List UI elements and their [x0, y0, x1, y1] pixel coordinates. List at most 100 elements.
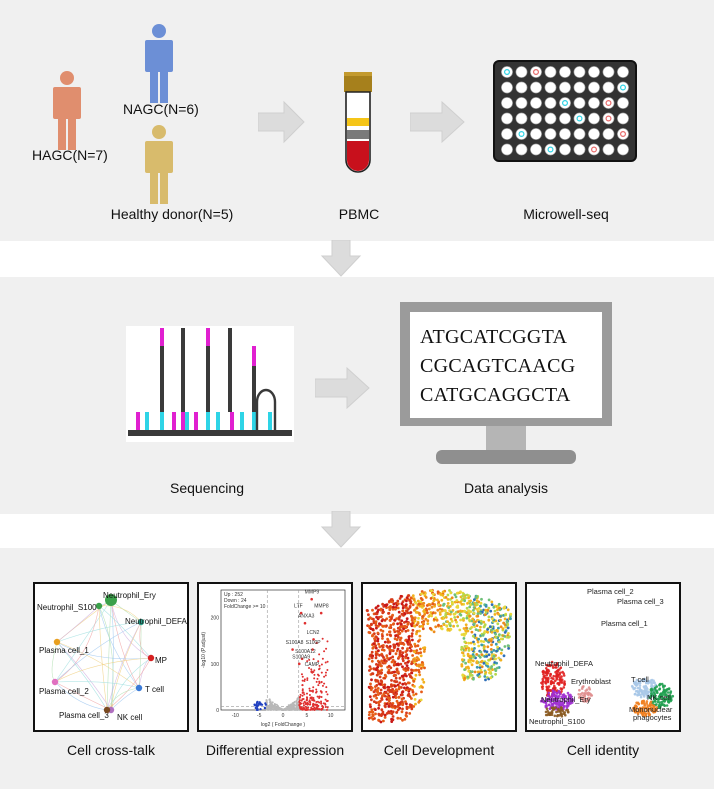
- cell-point: [463, 609, 466, 613]
- cell-point: [379, 688, 383, 692]
- cell-point: [485, 655, 489, 658]
- cell-point: [390, 703, 394, 707]
- cell-point: [370, 659, 374, 663]
- cell-point: [554, 695, 558, 698]
- cell-point: [403, 624, 407, 628]
- cell-point: [469, 658, 473, 662]
- well-dot: [605, 99, 612, 106]
- cell-point: [499, 658, 503, 662]
- cell-point: [494, 672, 497, 676]
- cell-point: [394, 688, 398, 692]
- cell-point: [504, 625, 507, 629]
- cell-point: [388, 647, 391, 651]
- cell-point: [545, 688, 549, 691]
- cell-point: [367, 713, 371, 717]
- point: [287, 708, 290, 711]
- cell-point: [408, 688, 411, 691]
- cell-point: [506, 626, 510, 630]
- cell-point: [490, 665, 494, 668]
- crosstalk-edge: [110, 621, 142, 711]
- cell-point: [476, 670, 480, 674]
- cell-point: [543, 671, 547, 674]
- cell-point: [449, 610, 453, 614]
- cell-point: [396, 602, 400, 606]
- cell-point: [640, 689, 643, 693]
- cell-point: [566, 697, 569, 701]
- cell-point: [549, 672, 552, 676]
- cell-point: [376, 610, 379, 614]
- cell-point: [371, 714, 375, 717]
- cell-point: [650, 693, 654, 696]
- point: [308, 666, 311, 669]
- cluster-label: Neutrophil_Ery: [541, 695, 591, 704]
- cell-point: [541, 677, 545, 681]
- point: [301, 694, 304, 697]
- cell-point: [478, 663, 482, 667]
- cell-point: [472, 606, 476, 609]
- cell-point: [386, 637, 389, 641]
- crosstalk-edges: [51, 599, 152, 711]
- cell-point: [552, 698, 556, 702]
- cell-point: [413, 616, 417, 620]
- cell-point: [466, 602, 469, 605]
- cell-point: [378, 691, 382, 695]
- cell-point: [459, 609, 462, 613]
- cell-point: [444, 596, 448, 599]
- cell-point: [438, 611, 442, 614]
- panel-label: Cell Development: [383, 742, 495, 758]
- cell-point: [417, 639, 420, 643]
- cell-point: [415, 649, 419, 652]
- well-dot: [561, 99, 568, 106]
- cell-point: [372, 646, 375, 649]
- cell-point: [373, 639, 377, 643]
- well: [515, 128, 528, 140]
- cell-point: [400, 700, 403, 704]
- cell-point: [400, 697, 404, 701]
- cell-point: [638, 684, 642, 687]
- cell-point: [418, 629, 421, 633]
- cell-point: [455, 620, 458, 624]
- cell-point: [388, 696, 392, 700]
- cell-point: [653, 687, 657, 690]
- cell-point: [541, 687, 544, 691]
- cell-point: [476, 673, 480, 677]
- cell-point: [487, 615, 491, 619]
- cell-point: [374, 646, 378, 650]
- cell-point: [463, 640, 467, 644]
- cell-point: [399, 636, 403, 640]
- cell-point: [401, 609, 405, 613]
- cell-point: [569, 693, 572, 697]
- cell-point: [461, 651, 464, 654]
- cell-point: [634, 706, 637, 709]
- cell-point: [550, 660, 554, 664]
- point: [296, 708, 299, 711]
- well: [588, 112, 600, 125]
- cell-point: [475, 602, 479, 606]
- cell-point: [658, 688, 661, 691]
- cell-point: [370, 672, 374, 676]
- cell-point: [463, 634, 466, 637]
- cell-point: [649, 685, 653, 688]
- cell-point: [486, 628, 489, 631]
- crosstalk-node: [105, 594, 117, 606]
- cell-point: [473, 647, 476, 650]
- cell-point: [371, 633, 375, 637]
- cell-point: [497, 613, 501, 616]
- cell-point: [397, 635, 400, 639]
- cell-point: [503, 634, 507, 638]
- cell-point: [394, 705, 398, 708]
- cell-point: [638, 686, 642, 690]
- cell-point: [659, 693, 663, 696]
- cell-point: [439, 626, 443, 630]
- cell-point: [479, 612, 482, 615]
- cell-point: [482, 608, 485, 612]
- well: [501, 97, 513, 109]
- cell-point: [544, 704, 548, 708]
- cell-point: [660, 703, 664, 707]
- x-tick-label: 5: [305, 713, 308, 719]
- well: [573, 128, 586, 140]
- cell-point: [391, 687, 394, 691]
- cell-point: [390, 649, 394, 652]
- point: [316, 695, 319, 698]
- point: [302, 704, 305, 707]
